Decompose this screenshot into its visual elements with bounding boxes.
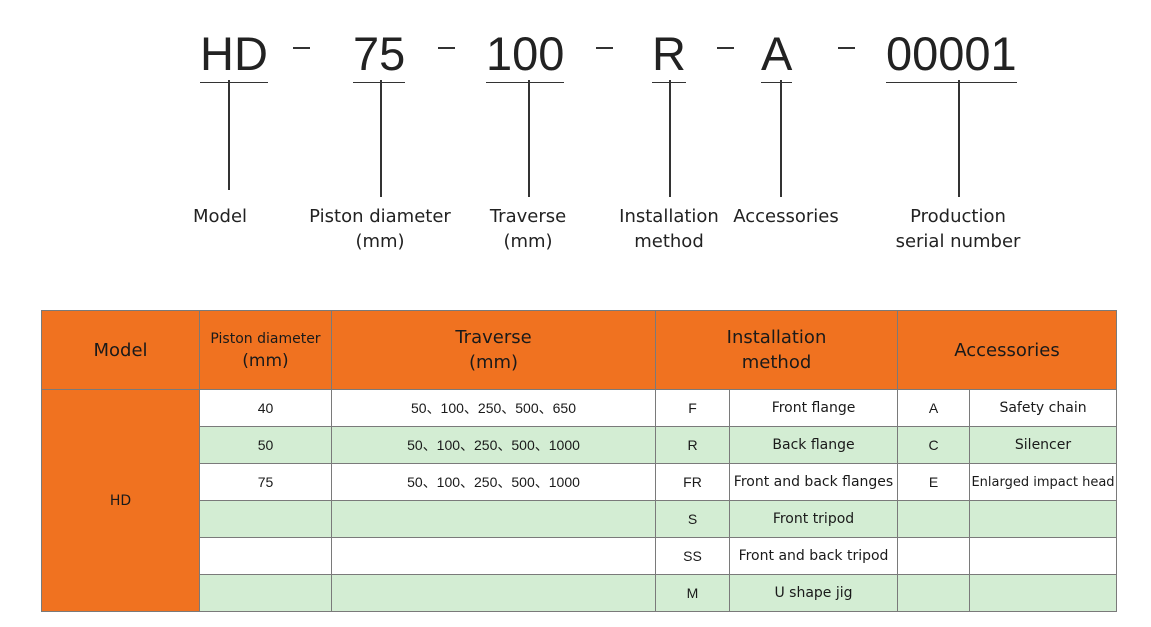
acc-desc-cell: Safety chain <box>969 389 1118 427</box>
code-dash <box>838 47 855 49</box>
spec-table: Model Piston diameter(mm) Traverse(mm) I… <box>41 310 1118 612</box>
header-accessories: Accessories <box>897 310 1118 390</box>
leader-line <box>380 80 382 197</box>
install-code-cell: R <box>655 426 730 464</box>
install-code-cell: F <box>655 389 730 427</box>
acc-desc-cell: Silencer <box>969 426 1118 464</box>
acc-desc-cell <box>969 574 1118 612</box>
install-desc-cell: Front and back tripod <box>728 537 899 575</box>
code-dash <box>293 47 310 49</box>
label-piston: Piston diameter(mm) <box>309 206 451 252</box>
label-traverse: Traverse(mm) <box>489 206 567 252</box>
header-piston: Piston diameter(mm) <box>199 310 332 390</box>
traverse-cell <box>331 574 656 612</box>
install-code-cell: FR <box>655 463 730 501</box>
code-serial: 00001 <box>886 26 1017 83</box>
leader-line <box>528 80 530 197</box>
install-code-cell: M <box>655 574 730 612</box>
piston-cell: 75 <box>199 463 332 501</box>
piston-cell: 50 <box>199 426 332 464</box>
code-accessory: A <box>761 26 793 83</box>
table-row: HD 40 50、100、250、500、650 F Front flange … <box>41 389 1118 612</box>
leader-line <box>780 80 782 197</box>
install-desc-cell: Back flange <box>728 426 899 464</box>
code-dash <box>596 47 613 49</box>
code-traverse: 100 <box>486 26 565 83</box>
acc-code-cell: C <box>897 426 971 464</box>
piston-cell: 40 <box>199 389 332 427</box>
table-row: SS Front and back tripod <box>42 537 1118 575</box>
label-model: Model <box>192 206 248 227</box>
acc-code-cell <box>897 537 971 575</box>
leader-line <box>228 80 230 190</box>
acc-code-cell <box>897 574 971 612</box>
code-dash <box>438 47 455 49</box>
model-cell: HD <box>41 389 200 612</box>
acc-code-cell: E <box>897 463 971 501</box>
install-code-cell: S <box>655 500 730 538</box>
leader-line <box>669 80 671 197</box>
code-dash <box>717 47 734 49</box>
install-desc-cell: U shape jig <box>728 574 899 612</box>
traverse-cell <box>331 537 656 575</box>
install-desc-cell: Front and back flanges <box>728 463 899 501</box>
traverse-cell: 50、100、250、500、650 <box>331 389 656 427</box>
table-row: M U shape jig <box>42 574 1118 612</box>
traverse-cell <box>331 500 656 538</box>
header-model: Model <box>41 310 200 390</box>
acc-desc-cell: Enlarged impact head <box>969 463 1118 501</box>
install-desc-cell: Front tripod <box>728 500 899 538</box>
piston-cell <box>199 537 332 575</box>
code-installation: R <box>652 26 686 83</box>
install-code-cell: SS <box>655 537 730 575</box>
table-header-row: Model Piston diameter(mm) Traverse(mm) I… <box>41 310 1118 390</box>
piston-cell <box>199 500 332 538</box>
header-traverse: Traverse(mm) <box>331 310 656 390</box>
leader-line <box>958 80 960 197</box>
acc-code-cell <box>897 500 971 538</box>
code-piston: 75 <box>353 26 406 83</box>
piston-cell <box>199 574 332 612</box>
label-accessories: Accessories <box>733 206 839 227</box>
install-desc-cell: Front flange <box>728 389 899 427</box>
traverse-cell: 50、100、250、500、1000 <box>331 463 656 501</box>
table-row: S Front tripod <box>42 500 1118 538</box>
table-row: 75 50、100、250、500、1000 FR Front and back… <box>42 463 1118 501</box>
acc-desc-cell <box>969 537 1118 575</box>
table-row: 50 50、100、250、500、1000 R Back flange C S… <box>42 426 1118 464</box>
acc-desc-cell <box>969 500 1118 538</box>
code-model: HD <box>200 26 268 83</box>
traverse-cell: 50、100、250、500、1000 <box>331 426 656 464</box>
acc-code-cell: A <box>897 389 971 427</box>
